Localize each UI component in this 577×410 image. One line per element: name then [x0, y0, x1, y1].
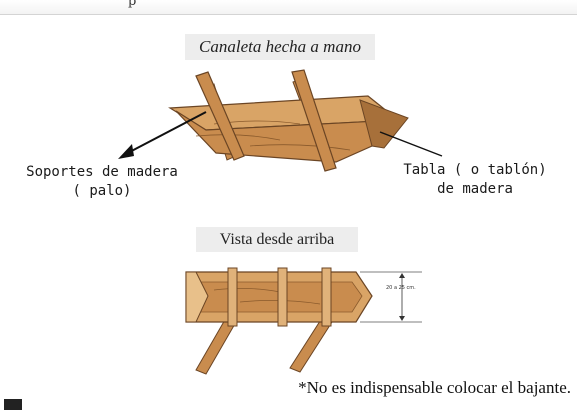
label-board: Tabla ( o tablón) de madera — [400, 161, 550, 199]
label-board-line-1: Tabla ( o tablón) — [403, 162, 547, 178]
dimension-label: 20 a 25 cm. — [386, 285, 416, 291]
label-supports-line-1: Soportes de madera — [26, 164, 178, 180]
top-view-brace-2 — [277, 267, 288, 327]
top-view-open-end — [185, 271, 209, 323]
arrow-board-line — [379, 131, 443, 157]
arrow-supports-line — [123, 111, 207, 156]
label-supports: Soportes de madera ( palo) — [16, 163, 188, 201]
top-view-brace-3 — [321, 267, 332, 327]
support-leg-right — [291, 69, 337, 172]
support-leg-left — [195, 71, 245, 161]
label-supports-line-2: ( palo) — [72, 183, 132, 199]
dimension-arrow-head-top — [399, 273, 405, 278]
gutter-end-cap — [359, 99, 409, 149]
top-view-brace-1 — [227, 267, 238, 327]
footnote: *No es indispensable colocar el bajante. — [298, 378, 571, 397]
arrow-supports-head — [118, 144, 134, 159]
section-marker — [4, 399, 22, 410]
top-text-fragment: p — [128, 0, 137, 9]
label-board-line-2: de madera — [437, 181, 513, 197]
top-view-caption: Vista desde arriba — [196, 227, 358, 252]
dimension-arrow-head-bottom — [399, 316, 405, 321]
diagram-title: Canaleta hecha a mano — [185, 34, 375, 60]
document-top-edge: p — [0, 0, 577, 15]
